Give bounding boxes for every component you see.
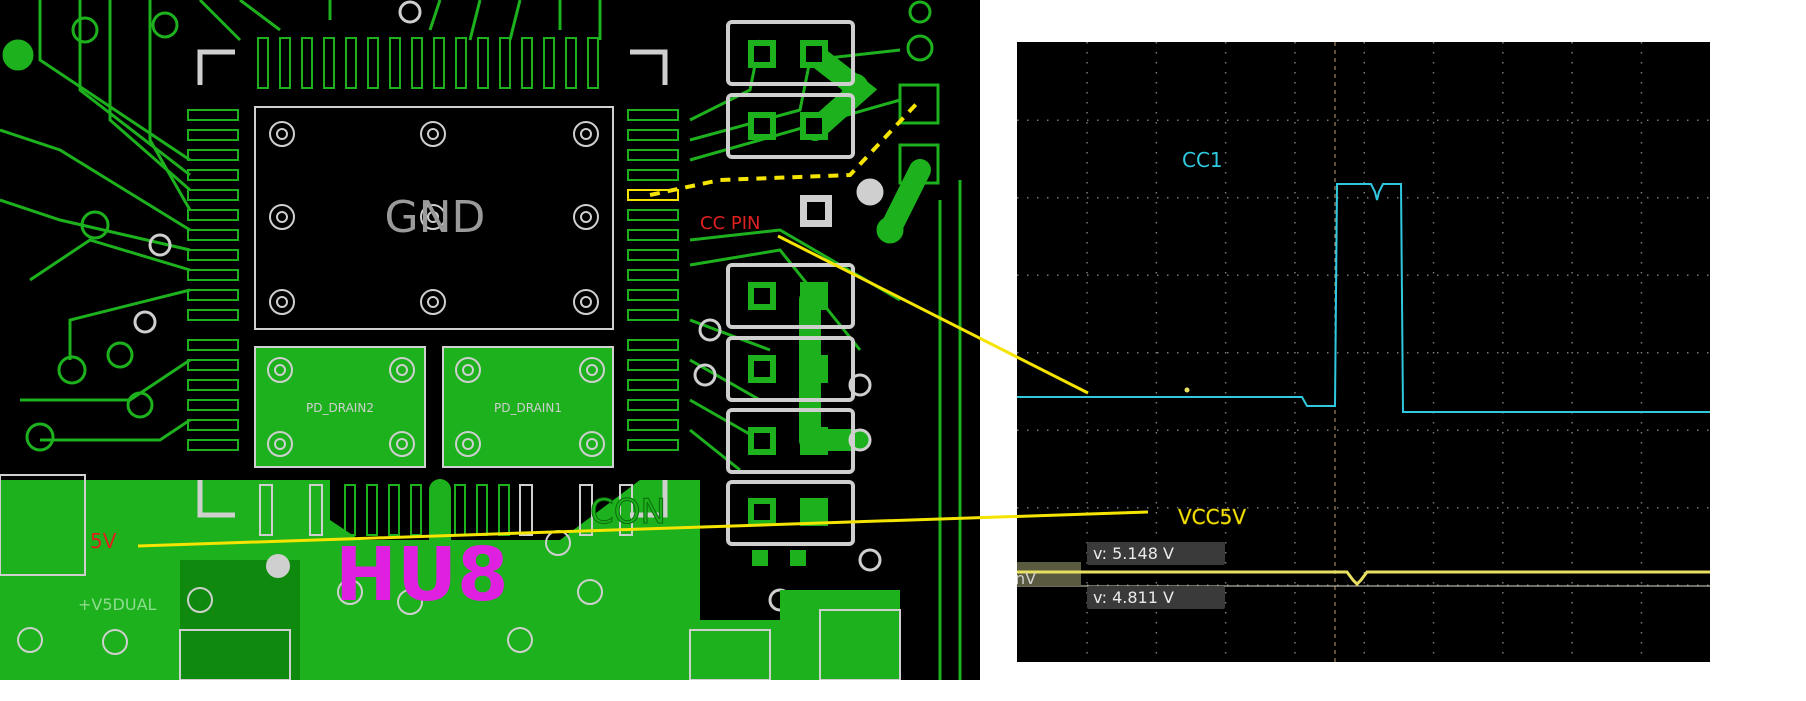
- left-stub-label: nV: [1017, 569, 1036, 588]
- cc1-label: CC1: [1182, 148, 1223, 172]
- pcb-layout: GND PD_DRAIN2 PD_DRAIN1: [0, 0, 980, 680]
- five-v-label: 5V: [90, 529, 117, 553]
- cc-pin-label: CC PIN: [700, 213, 761, 234]
- green-vias: [2, 0, 934, 452]
- pour-pads: [17, 530, 901, 680]
- readout-high: v: 5.148 V: [1087, 542, 1225, 565]
- cc1-trace: [1017, 183, 1710, 413]
- thermal-vias: [269, 121, 599, 315]
- gnd-label: GND: [385, 192, 486, 243]
- pd-drain2-label: PD_DRAIN2: [306, 401, 374, 415]
- oscilloscope-screen: CC1 nV: [1017, 42, 1710, 662]
- refdes-label: HU8: [335, 532, 509, 618]
- ic-top-pins: [257, 37, 599, 89]
- con-label: CON: [590, 492, 666, 532]
- pd-drain1-label: PD_DRAIN1: [494, 401, 562, 415]
- ic-right-pins: [627, 109, 679, 451]
- ic-left-pins: [187, 109, 239, 451]
- vcc5v-trace: [1017, 570, 1710, 587]
- readout-low: v: 4.811 V: [1087, 586, 1225, 609]
- net-label: +V5DUAL: [78, 595, 157, 614]
- gnd-thermal-pad: [254, 106, 614, 330]
- cc-net-highlight: [649, 98, 922, 197]
